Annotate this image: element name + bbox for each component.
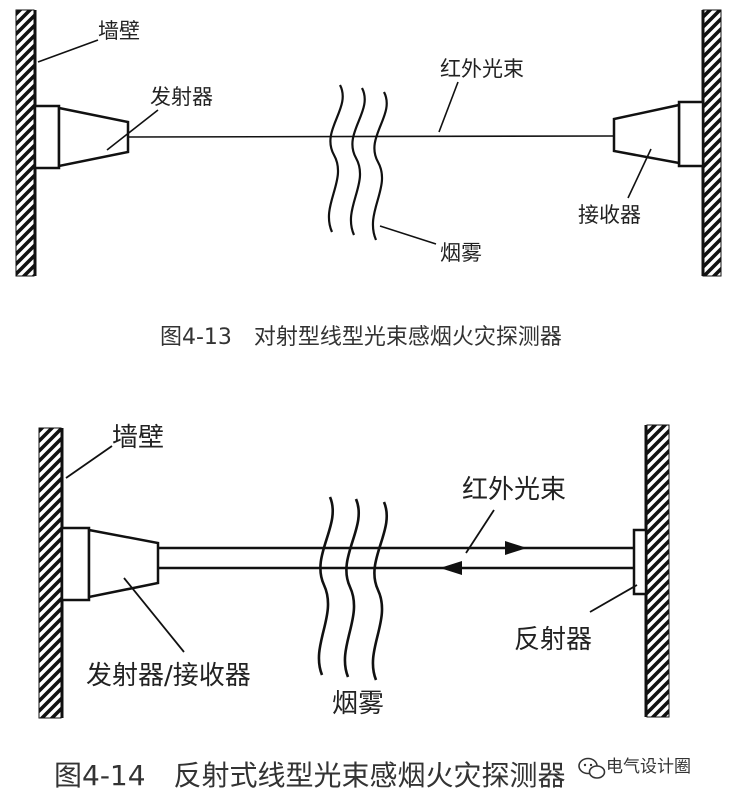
infrared-beam: [127, 135, 615, 138]
leader-lines: [65, 445, 638, 653]
wechat-icon: [578, 757, 606, 779]
left-wall: [15, 9, 35, 277]
label-smoke: 烟雾: [332, 689, 384, 719]
label-wall: 墙壁: [112, 423, 164, 453]
reflector: [632, 528, 648, 596]
watermark: 电气设计圈: [578, 757, 691, 779]
left-wall: [38, 427, 62, 719]
beam-arrow-return: [440, 561, 462, 575]
figure-4-14: 墙壁 红外光束 发射器/接收器 反射器 烟雾 图4-14 反射式线型光束感烟火灾…: [38, 423, 670, 792]
smoke-waves: [317, 496, 389, 681]
label-receiver: 接收器: [578, 203, 641, 227]
watermark-text: 电气设计圈: [606, 757, 691, 777]
label-beam: 红外光束: [440, 57, 524, 81]
smoke-waves: [327, 84, 388, 241]
label-wall: 墙壁: [98, 19, 140, 43]
caption-4-14: 图4-14 反射式线型光束感烟火灾探测器: [54, 759, 566, 792]
label-reflector: 反射器: [514, 625, 592, 655]
right-wall: [702, 9, 722, 277]
beam-arrow-outgoing: [505, 541, 527, 555]
leader-lines: [37, 39, 652, 245]
emitter: [33, 104, 130, 170]
label-beam: 红外光束: [462, 475, 566, 505]
label-smoke: 烟雾: [440, 241, 482, 265]
figure-4-13: 墙壁 发射器 红外光束 接收器 烟雾 图4-13 对射型线型光束感烟火灾探测器: [15, 9, 722, 350]
infrared-beam: [158, 546, 634, 570]
receiver: [612, 100, 705, 168]
right-wall: [646, 424, 670, 718]
emitter-receiver: [60, 526, 160, 602]
label-emitter: 发射器: [150, 85, 213, 109]
caption-4-13: 图4-13 对射型线型光束感烟火灾探测器: [160, 325, 562, 350]
label-emitter-receiver: 发射器/接收器: [86, 661, 251, 691]
